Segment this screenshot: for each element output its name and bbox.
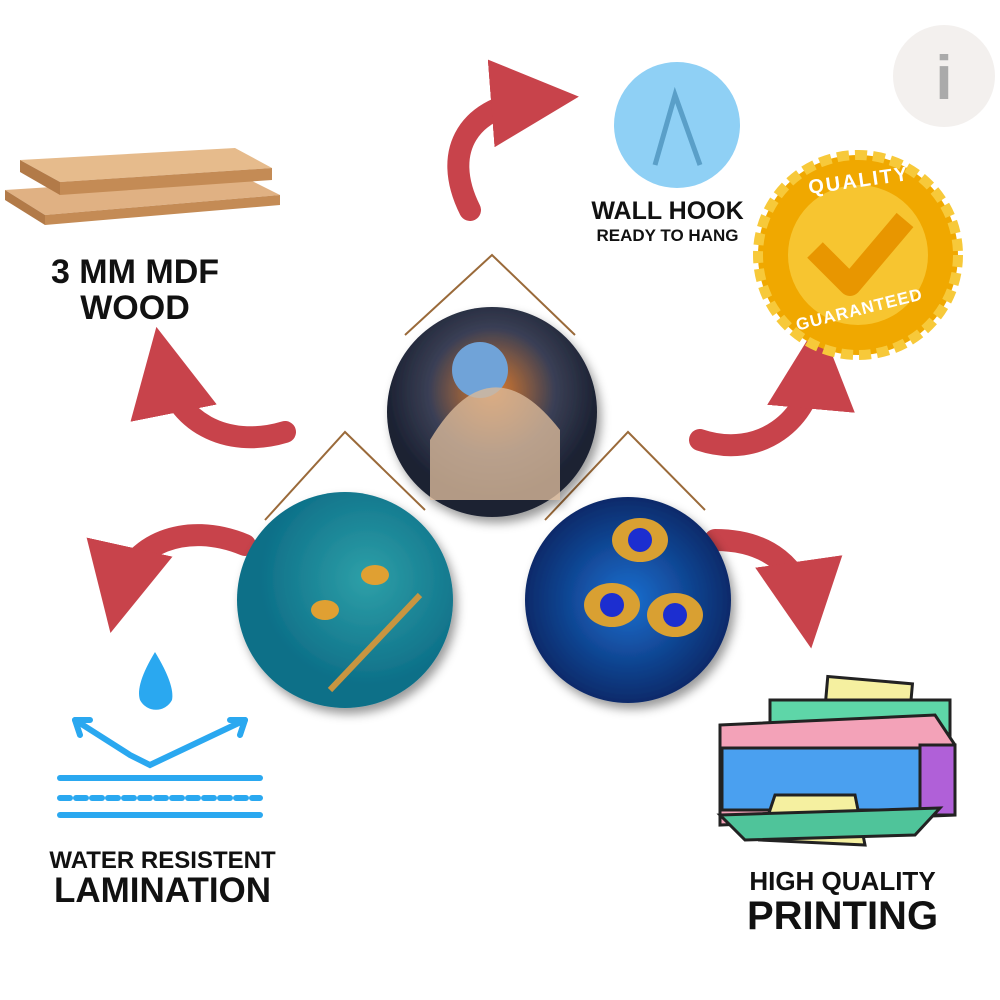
water-label-line2: LAMINATION xyxy=(53,871,272,911)
printing-label-line1: HIGH QUALITY xyxy=(749,866,936,896)
water-label-line1: WATER RESISTENT xyxy=(49,847,276,874)
arrow-to-wood xyxy=(130,326,296,449)
wood-label: 3 MM MDF WOOD xyxy=(20,253,250,327)
brand-logo-letter: i xyxy=(935,44,953,113)
wall-hook-icon xyxy=(614,62,740,188)
printing-label-line2: PRINTING xyxy=(746,894,939,939)
printer-icon xyxy=(716,674,957,847)
hook-subtitle: READY TO HANG xyxy=(596,226,739,246)
wood-planks-icon xyxy=(5,148,280,225)
peacock-feathers-plaque xyxy=(525,497,731,703)
krishna-plaque xyxy=(387,307,597,517)
printing-label: HIGH QUALITY PRINTING xyxy=(710,866,975,939)
wood-label-line2: WOOD xyxy=(80,288,190,327)
water-label: WATER RESISTENT LAMINATION xyxy=(25,848,300,910)
hook-title: WALL HOOK xyxy=(591,197,744,225)
arrow-to-wall-hook xyxy=(447,59,579,221)
arrow-to-water xyxy=(86,524,256,633)
hanging-strings xyxy=(264,253,706,521)
arrow-to-quality xyxy=(689,321,855,457)
brand-logo: i xyxy=(893,25,995,127)
water-resistant-icon xyxy=(57,652,263,818)
wood-label-line1: 3 MM MDF xyxy=(50,253,220,291)
quality-badge-icon xyxy=(753,150,963,360)
hook-label: WALL HOOK READY TO HANG xyxy=(570,198,765,245)
peacock-feather-flute-plaque xyxy=(237,492,453,708)
arrow-to-printing xyxy=(704,529,843,649)
